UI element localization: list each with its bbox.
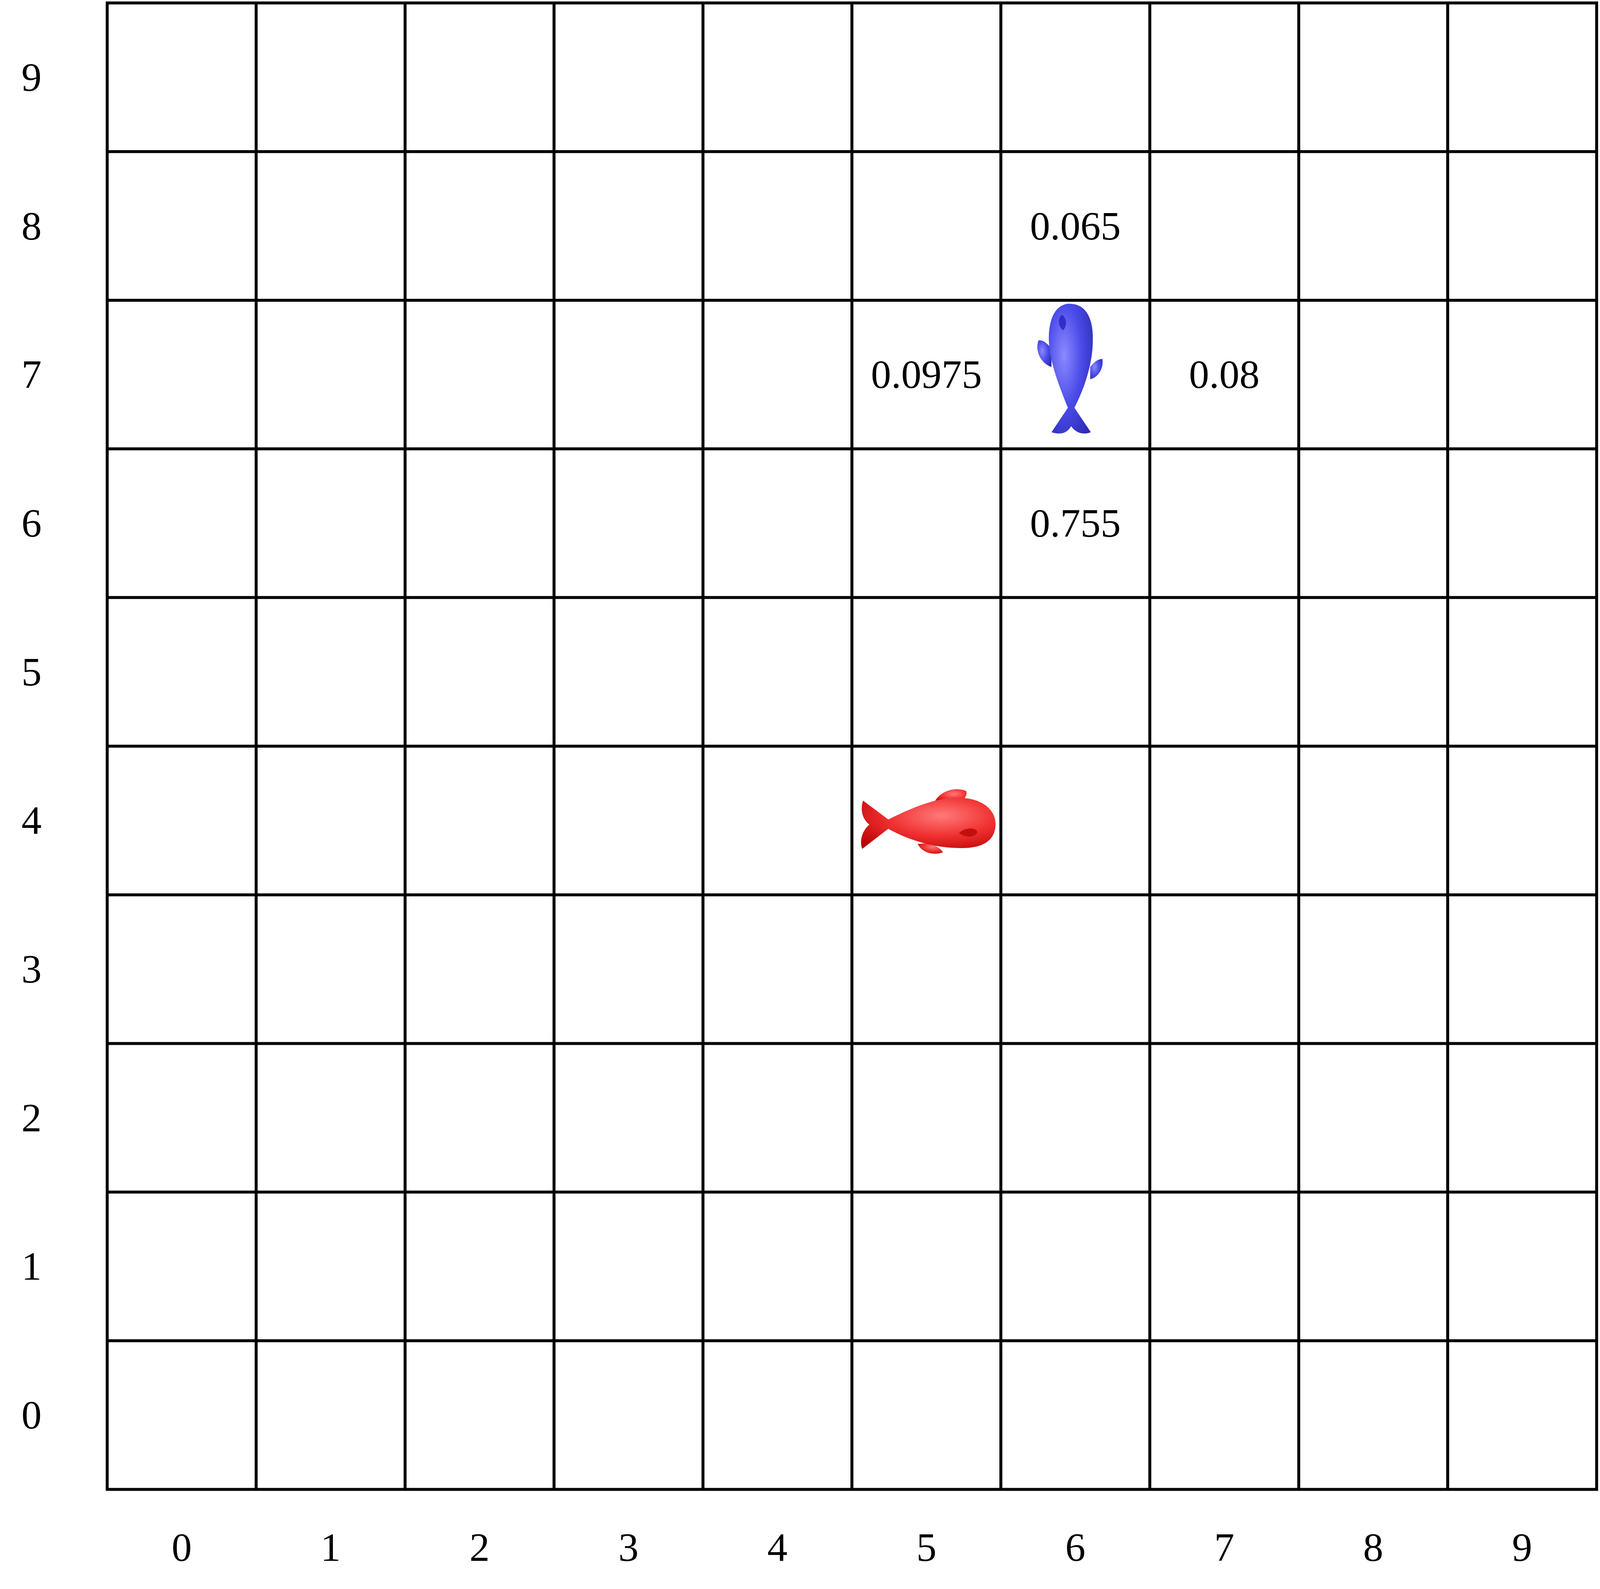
- fish-body: [860, 797, 996, 850]
- column-number: 3: [618, 1527, 639, 1569]
- probability-value: 0.755: [1029, 503, 1121, 544]
- row-number: 6: [21, 503, 42, 544]
- row-number: 3: [21, 949, 42, 990]
- fish-fin: [1090, 359, 1103, 380]
- column-number: 7: [1214, 1527, 1235, 1569]
- grid-border: [107, 2, 1597, 1490]
- red-fish: [860, 789, 996, 855]
- fish-eye-patch: [958, 828, 978, 837]
- blue-fish: [1037, 303, 1103, 434]
- row-number: 7: [21, 354, 42, 395]
- fish-eye-patch: [1058, 314, 1067, 331]
- fish-body: [1048, 303, 1094, 434]
- row-number: 4: [21, 800, 42, 841]
- column-number: 6: [1065, 1527, 1086, 1569]
- column-number: 5: [916, 1527, 937, 1569]
- row-number: 9: [21, 57, 42, 98]
- row-number: 1: [21, 1246, 42, 1287]
- probability-value: 0.0975: [871, 354, 983, 395]
- grid-lines: [107, 2, 1597, 1490]
- row-number: 8: [21, 205, 42, 247]
- column-number: 8: [1363, 1527, 1384, 1569]
- row-number: 0: [21, 1395, 42, 1436]
- column-number: 4: [767, 1527, 788, 1569]
- column-number: 9: [1512, 1527, 1533, 1569]
- probability-value: 0.08: [1188, 354, 1260, 395]
- column-number: 0: [171, 1527, 192, 1569]
- row-number: 5: [21, 652, 42, 693]
- row-number: 2: [21, 1098, 42, 1139]
- column-number: 2: [469, 1527, 490, 1569]
- probability-value: 0.065: [1029, 205, 1121, 247]
- column-number: 1: [320, 1527, 341, 1569]
